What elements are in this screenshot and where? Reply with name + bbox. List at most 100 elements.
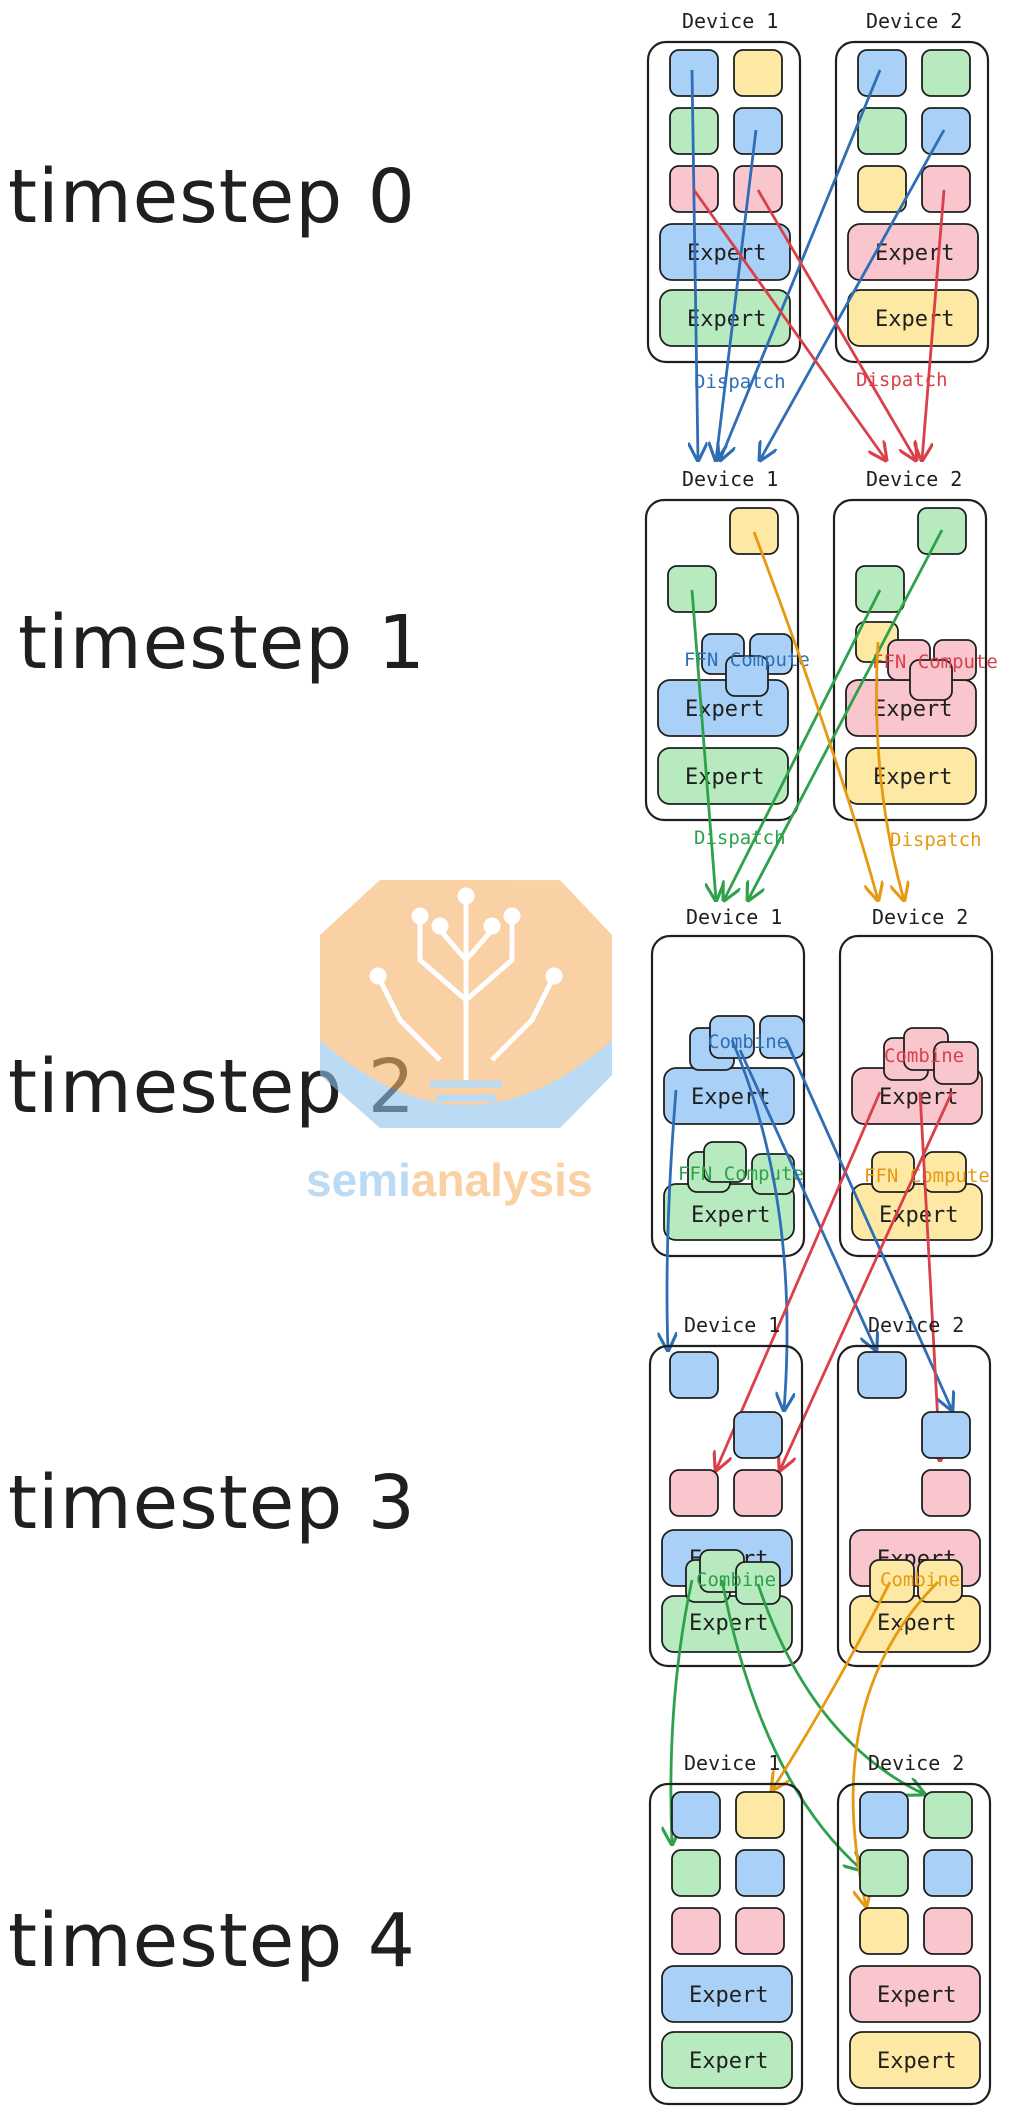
t4-d2-token: [923, 1849, 973, 1897]
t0-d1-token: [733, 107, 783, 155]
t4-d2-expert: [849, 1965, 981, 2023]
t3-device-2-title: Device 2: [868, 1313, 964, 1337]
t3-d2-combine-label: Combine: [880, 1569, 960, 1591]
t0-device-2-title: Device 2: [866, 9, 962, 33]
t0-dispatch-arrow-blue: [720, 69, 882, 460]
t0-d1-expert: [659, 223, 791, 281]
t4-d1-token: [671, 1907, 721, 1955]
t3-d1-combine-token: [735, 1561, 781, 1605]
t2-device-1-box: [650, 934, 806, 1258]
t3-d2-token: [921, 1469, 971, 1517]
t1-device-2-title: Device 2: [866, 467, 962, 491]
t4-d1-token: [735, 1907, 785, 1955]
t0-d1-expert-label: Expert: [687, 241, 766, 266]
t2-combine-arrow-blue: [730, 1039, 787, 1410]
t2-d1-combine-token: [709, 1015, 755, 1059]
t0-dispatch-arrow-red: [922, 189, 946, 460]
t4-device-1-box: [648, 1782, 804, 2106]
t1-device-2-box: [832, 498, 988, 822]
t3-combine-arrow-green: [756, 1583, 924, 1794]
t0-dispatch-label-red: Dispatch: [856, 369, 948, 391]
logo-text-analysis: analysis: [411, 1154, 593, 1206]
t3-d1-token: [733, 1469, 783, 1517]
t2-d2-combine-label: Combine: [884, 1045, 964, 1067]
t1-d1-expert: [657, 747, 789, 805]
svg-text:semianalysis: semianalysis: [306, 1154, 592, 1206]
t4-device-2-box: [836, 1782, 992, 2106]
t1-dispatch-arrow-orange: [752, 531, 878, 900]
t4-d1-token: [735, 1791, 785, 1839]
t1-d2-expert-label: Expert: [873, 697, 952, 722]
logo-base: [320, 1040, 612, 1128]
timestep-4-label: timestep 4: [8, 1898, 416, 1984]
t1-d1-ffn-compute-label: FFN Compute: [684, 649, 810, 671]
t0-d2-token: [921, 165, 971, 213]
t4-d1-expert-label: Expert: [689, 1983, 768, 2008]
timestep-1-group: Device 1 Device 2 Expert FFN Compute Exp…: [644, 467, 998, 900]
t2-combine-arrow-blue: [784, 1039, 952, 1410]
t2-d1-expert-label: Expert: [691, 1203, 770, 1228]
t3-combine-arrow-orange: [772, 1581, 892, 1790]
t2-combine-arrow-red: [716, 1091, 882, 1470]
t4-device-1-title: Device 1: [684, 1751, 780, 1775]
t2-d1-combine-token: [759, 1015, 805, 1059]
t0-dispatch-arrow-red: [692, 189, 886, 460]
t1-dispatch-label-green: Dispatch: [694, 827, 786, 849]
t1-d1-token: [667, 565, 717, 613]
t0-d1-expert-label: Expert: [687, 307, 766, 332]
t0-dispatch-arrow-blue: [716, 129, 758, 460]
timestep-0-group: Device 1 Device 2 Expert Expert Expert E…: [646, 9, 990, 460]
t0-d1-token: [669, 49, 719, 97]
t2-d1-ffn-token: [703, 1141, 747, 1183]
t1-d1-token-in-compute: [725, 655, 769, 697]
t1-d1-expert-label: Expert: [685, 697, 764, 722]
t2-d1-ffn-compute-label: FFN Compute: [678, 1163, 804, 1185]
t2-combine-arrow-blue: [738, 1049, 876, 1350]
t0-dispatch-arrow-red: [756, 189, 916, 460]
t3-combine-arrow-green: [671, 1579, 694, 1844]
t2-device-2-title: Device 2: [872, 905, 968, 929]
t3-d1-combine-label: Combine: [696, 1569, 776, 1591]
t3-d2-token: [857, 1351, 907, 1399]
t1-d1-token: [729, 507, 779, 555]
t3-d2-expert: [849, 1595, 981, 1653]
t0-d1-token: [733, 49, 783, 97]
t0-d2-expert-label: Expert: [875, 241, 954, 266]
t1-d2-expert-label: Expert: [873, 765, 952, 790]
t3-device-1-title: Device 1: [684, 1313, 780, 1337]
t4-d2-expert-label: Expert: [877, 2049, 956, 2074]
circuit-tree-bulb-icon: [369, 887, 563, 1116]
t0-device-2-box: [834, 40, 990, 364]
timestep-3-group: Device 1 Device 2 Expert Combine Expert …: [648, 1313, 992, 1906]
t1-dispatch-arrow-green: [748, 529, 944, 900]
t0-d2-expert: [847, 223, 979, 281]
t0-device-1-title: Device 1: [682, 9, 778, 33]
t4-d1-token: [735, 1849, 785, 1897]
t3-d1-token: [669, 1469, 719, 1517]
t2-device-2-box: [838, 934, 994, 1258]
timestep-4-group: Device 1 Device 2 Expert Expert Expert E…: [648, 1751, 992, 2106]
t0-d2-token: [857, 107, 907, 155]
t2-combine-arrow-red: [918, 1091, 940, 1460]
t3-d2-token: [921, 1411, 971, 1459]
t0-d2-token: [857, 165, 907, 213]
t3-d1-token: [669, 1351, 719, 1399]
t1-d2-token: [855, 565, 905, 613]
t3-device-1-box: [648, 1344, 804, 1668]
t0-d2-token: [921, 107, 971, 155]
t4-d1-token: [671, 1791, 721, 1839]
timestep-0-label: timestep 0: [8, 154, 416, 240]
t4-device-2-title: Device 2: [868, 1751, 964, 1775]
t2-d2-expert: [851, 1183, 983, 1241]
t0-d1-expert: [659, 289, 791, 347]
t1-dispatch-label-orange: Dispatch: [890, 829, 982, 851]
t3-d2-combine-token: [869, 1559, 915, 1603]
t4-d2-expert-label: Expert: [877, 1983, 956, 2008]
t3-d1-token: [733, 1411, 783, 1459]
t4-d1-expert: [661, 1965, 793, 2023]
t4-d1-expert-label: Expert: [689, 2049, 768, 2074]
t3-d2-expert-label: Expert: [877, 1611, 956, 1636]
t3-combine-arrow-orange: [851, 1581, 939, 1906]
t1-dispatch-arrow-orange: [875, 641, 904, 900]
t2-d2-ffn-compute-label: FFN Compute: [864, 1165, 990, 1187]
